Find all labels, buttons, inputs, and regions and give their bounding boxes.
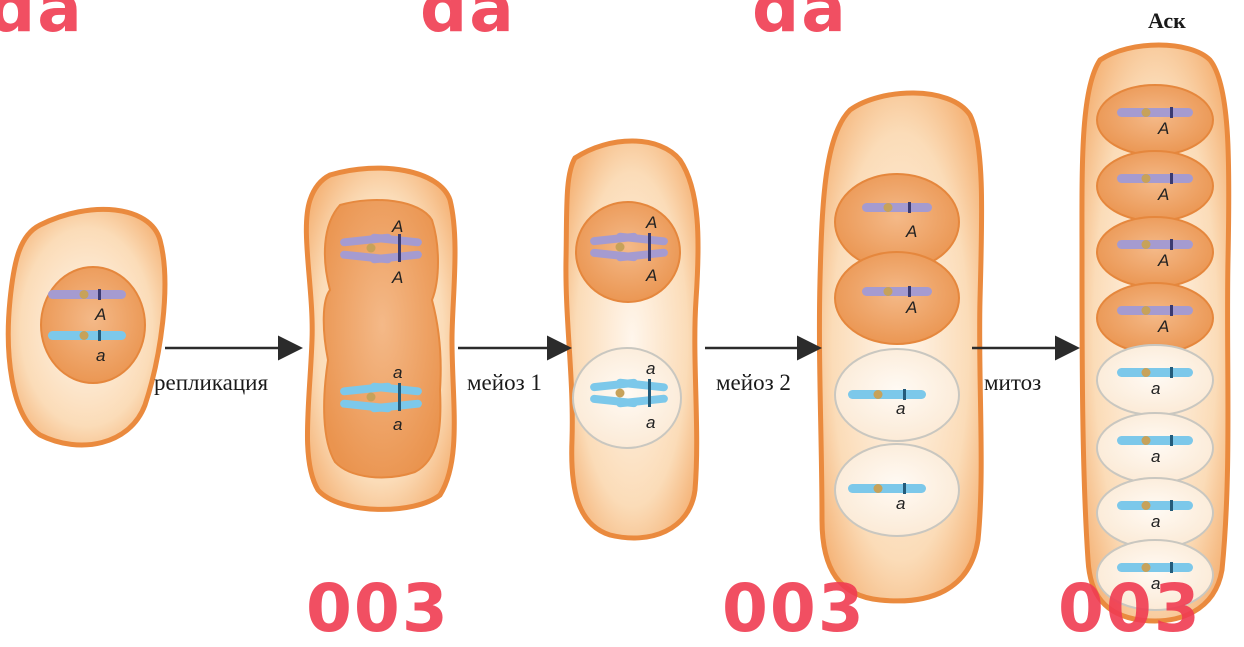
spore-nucleus-A-2	[835, 252, 959, 344]
label-mitosis: митоз	[984, 370, 1041, 396]
chromosome	[1117, 174, 1193, 183]
ascospore-nucleus	[1097, 217, 1213, 287]
chromosome-band	[1170, 239, 1173, 250]
ascospore-nucleus	[1097, 283, 1213, 353]
ascospore-A: A	[1097, 151, 1213, 221]
watermark-top-3: da	[752, 0, 848, 47]
ascospore-A: A	[1097, 217, 1213, 287]
allele-a-cell2-bottom: a	[393, 415, 402, 434]
allele-a-cell4-2: a	[896, 494, 905, 513]
ascospore-a: a	[1097, 413, 1213, 483]
chromosome	[1117, 368, 1193, 377]
label-replication: репликация	[154, 370, 268, 396]
centromere	[1142, 174, 1151, 183]
centromere	[1142, 108, 1151, 117]
centromere	[1142, 368, 1151, 377]
centromere	[1142, 240, 1151, 249]
watermark-bottom-2: 003	[722, 570, 866, 647]
cell-2-replicated	[306, 168, 455, 509]
allele-a-ascospore: a	[1151, 512, 1160, 531]
chromosome	[1117, 501, 1193, 510]
chromosome	[1117, 240, 1193, 249]
allele-A-cell3-bottom: A	[645, 266, 657, 285]
chromosome	[1117, 108, 1193, 117]
chromosome-A	[48, 289, 126, 300]
allele-A-cell4-1: A	[905, 222, 917, 241]
allele-A-ascospore: A	[1157, 119, 1169, 138]
chromosome-a	[48, 330, 126, 341]
chromosome-band	[1170, 367, 1173, 378]
allele-A-cell4-2: A	[905, 298, 917, 317]
allele-A-cell3-top: A	[645, 213, 657, 232]
allele-a-cell4-1: a	[896, 399, 905, 418]
centromere	[1142, 306, 1151, 315]
allele-A-ascospore: A	[1157, 185, 1169, 204]
ascospore-nucleus	[1097, 151, 1213, 221]
allele-a-cell3-top: a	[646, 359, 655, 378]
allele-a-cell2-top: a	[393, 363, 402, 382]
ascospore-nucleus	[1097, 85, 1213, 155]
chromosome	[1117, 436, 1193, 445]
chromosome-band	[1170, 500, 1173, 511]
watermark-bottom-3: 003	[1058, 570, 1202, 647]
ascospore-A: A	[1097, 283, 1213, 353]
allele-a-ascospore: a	[1151, 379, 1160, 398]
allele-A-cell2-top: A	[391, 217, 403, 236]
centromere	[1142, 436, 1151, 445]
allele-a-ascospore: a	[1151, 447, 1160, 466]
cell-3-meiosis1	[566, 141, 698, 538]
chromosome-band	[1170, 305, 1173, 316]
watermark-bottom-1: 003	[306, 570, 450, 647]
allele-A-ascospore: A	[1157, 317, 1169, 336]
chromosome-band	[1170, 173, 1173, 184]
centromere	[1142, 501, 1151, 510]
chromosome	[1117, 306, 1193, 315]
label-meiosis1: мейоз 1	[467, 370, 542, 396]
chromosome-band	[1170, 107, 1173, 118]
allele-A-ascospore: A	[1157, 251, 1169, 270]
watermark-top-1: da	[0, 0, 84, 47]
cell-4-meiosis2	[819, 93, 981, 601]
watermark-top-2: da	[420, 0, 516, 47]
ascospore-a: a	[1097, 345, 1213, 415]
nucleus	[41, 267, 145, 383]
cell-1-diploid	[8, 209, 165, 445]
label-meiosis2: мейоз 2	[716, 370, 791, 396]
allele-A-cell1: A	[94, 305, 106, 324]
label-ascus: Аск	[1148, 8, 1186, 34]
ascospore-a: a	[1097, 478, 1213, 548]
chromosome-band	[1170, 435, 1173, 446]
allele-A-cell2-bottom: A	[391, 268, 403, 287]
ascospore-A: A	[1097, 85, 1213, 155]
allele-a-cell3-bottom: a	[646, 413, 655, 432]
allele-a-cell1: a	[96, 346, 105, 365]
